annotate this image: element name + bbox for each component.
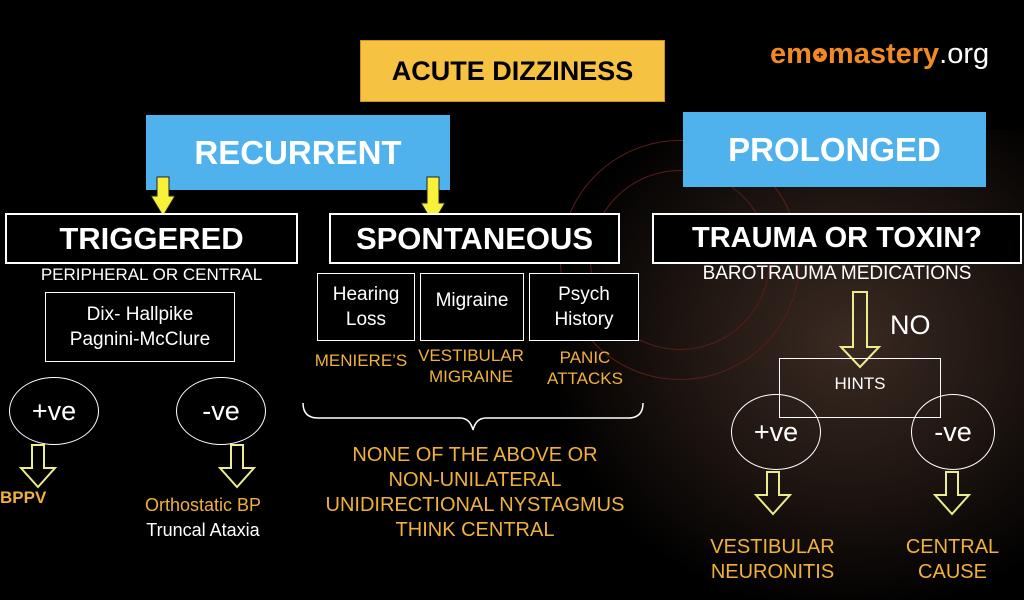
negative-circle: -ve (176, 377, 266, 445)
emmastery-logo: em+mastery.org (770, 38, 990, 70)
trauma-subtitle: BAROTRAUMA MEDICATIONS (702, 263, 972, 284)
trauma-toxin-box: TRAUMA OR TOXIN? (652, 213, 1022, 264)
recurrent-box: RECURRENT (146, 115, 450, 190)
menieres-label: MENIERE’S (314, 351, 408, 370)
triggered-box: TRIGGERED (5, 213, 298, 264)
arrow-down-icon (838, 291, 882, 369)
negative-result: Orthostatic BP Truncal Ataxia (144, 495, 262, 540)
think-central-note: NONE OF THE ABOVE OR NON-UNILATERAL UNID… (325, 444, 625, 541)
arrow-down-icon (217, 444, 257, 489)
migraine-box: Migraine (420, 273, 524, 341)
arrow-down-icon (932, 471, 972, 516)
hints-negative-circle: -ve (911, 394, 995, 470)
spontaneous-box: SPONTANEOUS (329, 213, 620, 264)
arrow-down-icon (150, 176, 176, 217)
curly-brace (302, 402, 644, 431)
arrow-down-icon (753, 471, 793, 516)
hints-box: HINTS (779, 358, 941, 418)
no-label: NO (890, 310, 931, 340)
triggered-subtitle: PERIPHERAL OR CENTRAL (40, 265, 263, 284)
title-box: ACUTE DIZZINESS (360, 40, 665, 102)
positive-circle: +ve (9, 377, 99, 445)
bppv-label: BPPV (0, 488, 47, 507)
hints-positive-circle: +ve (731, 394, 821, 470)
prolonged-box: PROLONGED (683, 112, 986, 187)
arrow-down-icon (18, 444, 58, 489)
